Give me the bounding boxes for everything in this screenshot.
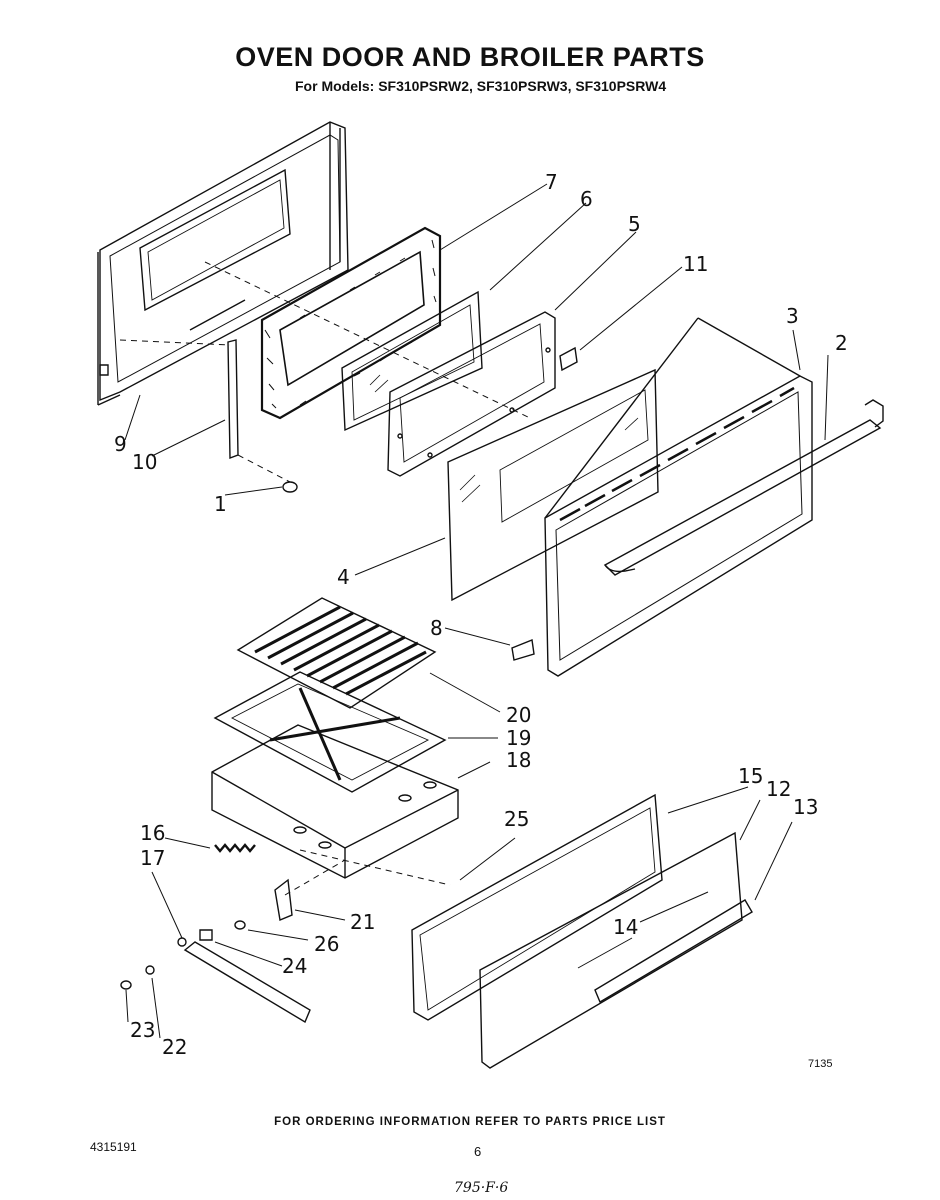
ordering-note: FOR ORDERING INFORMATION REFER TO PARTS … <box>274 1116 666 1128</box>
small-hardware <box>121 921 245 989</box>
part-19-broiler-pan-insert <box>215 672 445 792</box>
part-4-outer-glass <box>448 370 658 600</box>
callout-2: 2 <box>835 331 848 355</box>
callout-16: 16 <box>140 821 166 845</box>
part-9-inner-door-panel <box>98 122 348 405</box>
models-subtitle: For Models: SF310PSRW2, SF310PSRW3, SF31… <box>295 78 667 94</box>
callout-22: 22 <box>162 1035 188 1059</box>
part-3-outer-door <box>545 318 812 676</box>
callout-23: 23 <box>130 1018 156 1042</box>
callout-1: 1 <box>214 492 227 516</box>
part-2-door-handle <box>605 400 883 575</box>
part-8-hinge-bracket <box>512 640 534 660</box>
callout-9: 9 <box>114 432 127 456</box>
part-12-drawer-front <box>480 833 742 1068</box>
callout-25: 25 <box>504 807 530 831</box>
callout-12: 12 <box>766 777 792 801</box>
part-15-inner-drawer-panel <box>412 795 662 1020</box>
callout-8: 8 <box>430 616 443 640</box>
callout-20: 20 <box>506 703 532 727</box>
page-title: OVEN DOOR AND BROILER PARTS <box>235 42 705 72</box>
callout-4: 4 <box>337 565 350 589</box>
callout-11: 11 <box>683 252 709 276</box>
page-number: 6 <box>474 1144 482 1159</box>
callout-26: 26 <box>314 932 340 956</box>
figure-number: 7135 <box>808 1058 833 1070</box>
part-18-broiler-pan <box>212 725 458 878</box>
callout-17: 17 <box>140 846 166 870</box>
part-7-door-gasket <box>262 228 440 418</box>
part-5-glass-retainer <box>388 312 555 476</box>
part-13-drawer-handle <box>595 900 752 1002</box>
part-17-broiler-bracket <box>185 942 310 1022</box>
callout-24: 24 <box>282 954 308 978</box>
callout-10: 10 <box>132 450 158 474</box>
callout-7: 7 <box>545 170 558 194</box>
callout-15: 15 <box>738 764 764 788</box>
leader-lines <box>125 184 828 1038</box>
callout-18: 18 <box>506 748 532 772</box>
document-number: 4315191 <box>90 1140 137 1154</box>
part-16-spring <box>215 845 255 851</box>
part-6-inner-glass <box>342 292 482 430</box>
dashed-guides <box>120 262 530 895</box>
part-10-side-strip <box>228 340 238 458</box>
callout-6: 6 <box>580 187 593 211</box>
callout-3: 3 <box>786 304 799 328</box>
callout-13: 13 <box>793 795 819 819</box>
callout-5: 5 <box>628 212 641 236</box>
part-20-broiler-grid <box>238 598 435 708</box>
callout-14: 14 <box>613 915 639 939</box>
callout-19: 19 <box>506 726 532 750</box>
handwritten-note: 795·F·6 <box>454 1180 509 1196</box>
part-21-hinge <box>275 880 292 920</box>
part-1-screw <box>283 482 297 492</box>
callout-21: 21 <box>350 910 376 934</box>
part-11-clip <box>560 348 577 370</box>
